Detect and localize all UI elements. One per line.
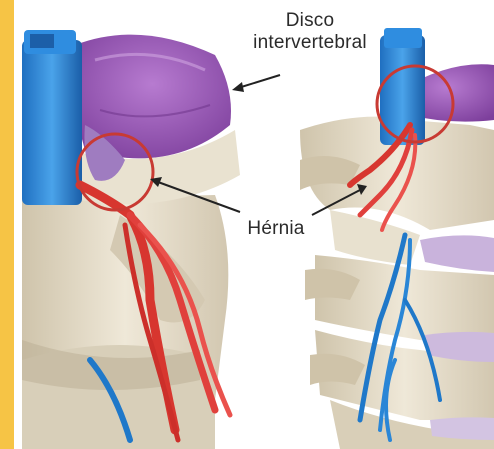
disc-label-line2: intervertebral: [250, 32, 370, 54]
disc-label: Disco intervertebral: [250, 10, 370, 54]
right-vertebrae: [300, 117, 494, 449]
left-spinal-cord: [22, 30, 82, 205]
hernia-label: Hérnia: [236, 218, 316, 240]
disc-label-line1: Disco: [250, 10, 370, 32]
